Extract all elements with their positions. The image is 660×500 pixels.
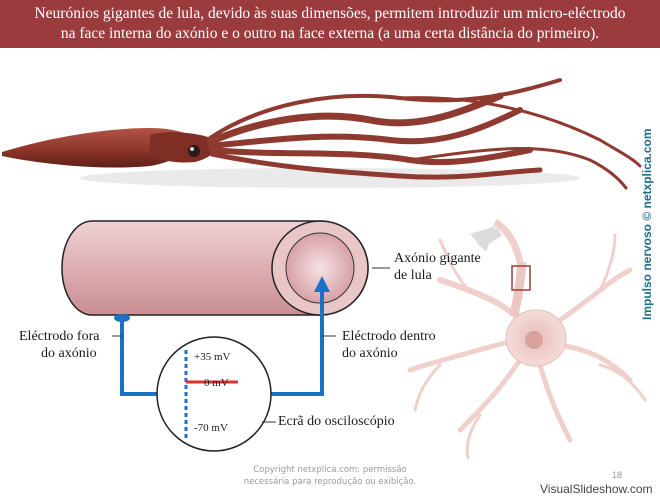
- copyright-line-2: necessária para reprodução ou exibição.: [180, 476, 480, 488]
- squid-eye: [188, 145, 200, 157]
- oscilloscope-screen: +35 mV 0 mV -70 mV: [157, 337, 276, 451]
- reading-plus-35: +35 mV: [194, 351, 231, 363]
- squid-eye-highlight: [190, 147, 194, 151]
- copyright-notice: Copyright netxplica.com: permissão neces…: [180, 464, 480, 488]
- reading-zero: 0 mV: [204, 377, 229, 389]
- axon-label: Axónio gigante de lula: [394, 250, 481, 284]
- inner-electrode-label-line-2: do axónio: [342, 345, 436, 362]
- axon-cylinder: [62, 221, 390, 315]
- neuron-axon: [514, 262, 522, 315]
- side-credit: Impulso nervoso © netxplica.com: [640, 128, 654, 320]
- outer-electrode-tip: [114, 314, 130, 322]
- inner-electrode-label-line-1: Eléctrodo dentro: [342, 328, 436, 345]
- outer-electrode-label-line-2: do axónio: [19, 345, 99, 362]
- outer-electrode-label: Eléctrodo fora do axónio: [19, 328, 99, 362]
- slide-number: 18: [612, 470, 622, 480]
- outer-electrode-wire: [122, 320, 160, 394]
- inner-electrode-label: Eléctrodo dentro do axónio: [342, 328, 436, 362]
- squid-head: [150, 132, 216, 162]
- squid-illustration: [2, 80, 640, 188]
- neuron-axon-top: [495, 222, 520, 262]
- neuron-nucleus: [525, 331, 543, 349]
- copyright-line-1: Copyright netxplica.com: permissão: [180, 464, 480, 476]
- outer-electrode-label-line-1: Eléctrodo fora: [19, 328, 99, 345]
- reading-minus-70: -70 mV: [194, 422, 228, 434]
- axon-label-line-1: Axónio gigante: [394, 250, 481, 267]
- axon-label-line-2: de lula: [394, 267, 481, 284]
- watermark: VisualSlideshow.com: [540, 482, 653, 496]
- screen-label: Ecrã do osciloscópio: [278, 413, 395, 430]
